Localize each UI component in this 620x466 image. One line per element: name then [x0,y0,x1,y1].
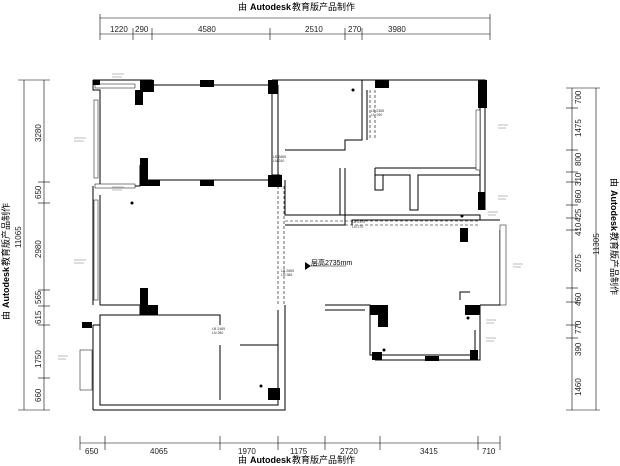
dimension-chain-top: 1220 290 4580 2510 270 3980 [99,14,491,40]
dim-right-3: 800 [574,152,583,166]
dim-left-3: 2980 [34,240,43,258]
watermark-left: 由Autodesk教育版产品制作 [0,203,11,320]
dimension-chain-right: 11305 700 1475 800 310 860 425 410 2075 … [566,87,601,411]
dim-right-1: 700 [574,90,583,104]
dim-bottom-1: 650 [85,447,99,456]
beam-label-5-b: LN 280 [212,331,223,335]
beam-label-3-b: LN 270 [352,225,363,229]
dim-right-11: 390 [574,342,583,356]
dim-right-4: 310 [574,172,583,186]
dimension-chain-bottom: 650 4065 1970 1175 2720 3415 710 [79,436,501,456]
beam-label-1-b: LN 240 [273,159,284,163]
beam-label-5-a: LB 2465 [212,327,225,331]
beam-label-1-a: LB 2665 [273,155,286,159]
beam-lines [277,90,480,305]
watermark-right: 由Autodesk教育版产品制作 [609,178,620,295]
ceiling-height-label: 层高2735mm [311,258,352,267]
dim-top-5: 270 [348,25,362,34]
dim-left-7: 660 [34,388,43,402]
dim-top-6: 3980 [388,25,406,34]
dim-top-2: 290 [135,25,149,34]
dim-bottom-6: 3415 [420,447,438,456]
beam-label-2-b: LN 290 [371,113,382,117]
dim-bottom-3: 1970 [238,447,256,456]
beam-label-2-a: LB 2365 [371,109,384,113]
walls [92,79,506,411]
elevation-notes [58,73,523,360]
beam-label-3-a: LB 2470 [352,220,365,224]
ceiling-height-marker [305,262,346,270]
fixtures [130,88,470,388]
dim-bottom-7: 710 [482,447,496,456]
dim-bottom-5: 2720 [340,447,358,456]
dim-right-10: 770 [574,320,583,334]
dim-left-2: 650 [34,185,43,199]
dim-right-9: 460 [574,292,583,306]
dim-right-7: 410 [574,222,583,236]
dim-top-3: 4580 [198,25,216,34]
dim-right-8: 2075 [574,254,583,272]
structural-columns [82,80,487,400]
windows [79,83,507,391]
dim-right-12: 1460 [574,378,583,396]
dim-right-6: 425 [574,208,583,222]
dim-left-4: 565 [34,290,43,304]
dim-left-6: 1750 [34,350,43,368]
dim-right-total: 11305 [592,233,601,255]
dim-left-1: 3280 [34,124,43,142]
dim-top-1: 1220 [110,25,128,34]
dim-right-5: 860 [574,189,583,203]
dim-bottom-4: 1175 [290,447,308,456]
beam-label-4-b: LN 385 [281,273,292,277]
dim-left-total: 11065 [14,226,23,248]
dim-left-5: 615 [34,310,43,324]
dimension-chain-left: 11065 3280 650 2980 565 615 1750 660 [14,79,50,411]
dim-top-4: 2510 [305,25,323,34]
dim-right-2: 1475 [574,119,583,137]
dim-bottom-2: 4065 [150,447,168,456]
beam-label-4-a: LB 2665 [281,269,294,273]
